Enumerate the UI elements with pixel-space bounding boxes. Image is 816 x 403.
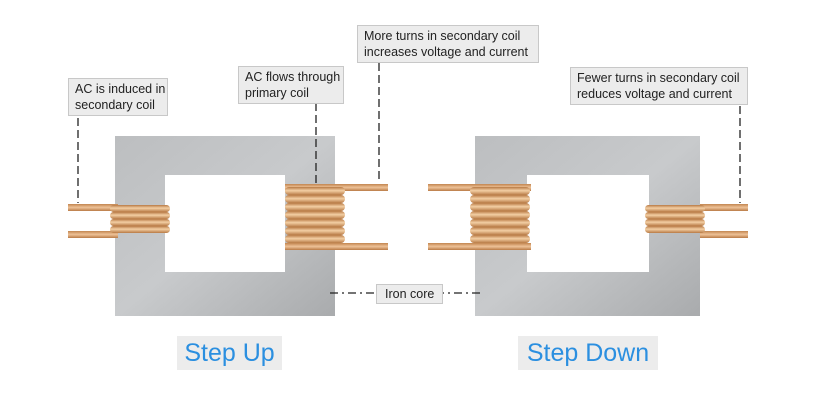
callout-fewer-turns: Fewer turns in secondary coil reduces vo… xyxy=(570,67,748,105)
step-down-transformer xyxy=(428,136,748,316)
callout-more-turns: More turns in secondary coil increases v… xyxy=(357,25,539,63)
callout-ac-flows-line-1: AC flows through xyxy=(245,70,341,84)
callout-more-turns-line-1: More turns in secondary coil xyxy=(364,29,521,43)
step-up-secondary-wire-top xyxy=(68,204,118,211)
step-down-primary-wire-bottom xyxy=(428,243,531,250)
step-down-secondary-coil xyxy=(645,205,705,233)
callout-iron-core: Iron core xyxy=(376,284,444,304)
title-step-down: Step Down xyxy=(518,336,658,370)
callout-ac-flows: AC flows through primary coil xyxy=(238,66,344,104)
callout-ac-induced-line-1: AC is induced in xyxy=(75,82,166,96)
callout-ac-induced-line-2: secondary coil xyxy=(75,98,155,112)
step-up-secondary-coil xyxy=(110,205,170,233)
step-up-secondary-wire-bottom xyxy=(68,231,118,238)
step-down-primary-coil xyxy=(470,187,530,243)
step-down-secondary-wire-bottom xyxy=(700,231,748,238)
callout-ac-induced: AC is induced in secondary coil xyxy=(68,78,168,116)
callout-fewer-turns-line-2: reduces voltage and current xyxy=(577,87,732,101)
callout-fewer-turns-line-1: Fewer turns in secondary coil xyxy=(577,71,740,85)
step-up-primary-wire-bottom xyxy=(285,243,388,250)
callout-ac-flows-line-2: primary coil xyxy=(245,86,309,100)
callout-iron-core-text: Iron core xyxy=(385,287,435,301)
step-down-secondary-wire-top xyxy=(700,204,748,211)
step-up-primary-coil xyxy=(285,187,345,243)
title-step-up: Step Up xyxy=(177,336,282,370)
callout-more-turns-line-2: increases voltage and current xyxy=(364,45,528,59)
step-up-transformer xyxy=(68,136,388,316)
